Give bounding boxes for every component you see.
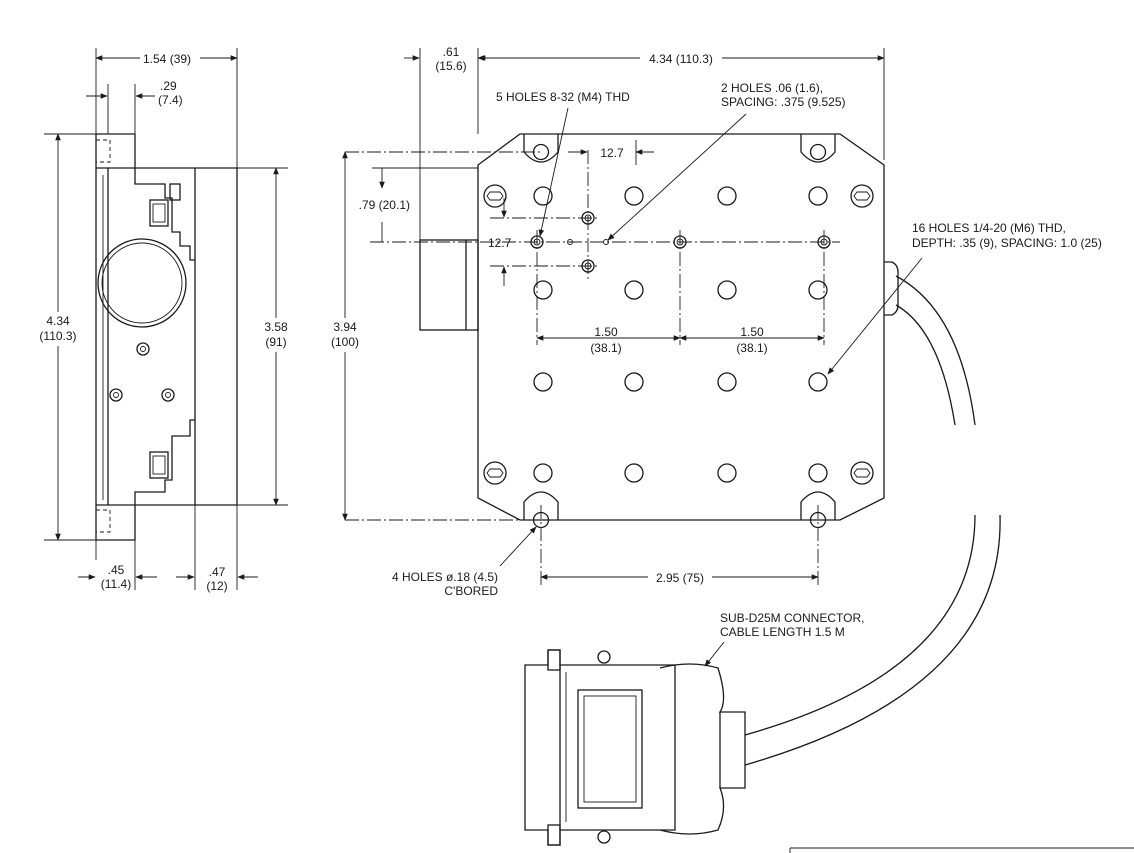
cable-offset-mm: (15.6): [435, 59, 466, 73]
side-base-mm: (11.4): [101, 577, 131, 591]
side-right-mm: (12): [206, 579, 227, 593]
side-height-mm: (110.3): [39, 329, 76, 343]
connector-line1: SUB-D25M CONNECTOR,: [720, 611, 864, 625]
mount-spacing-label: 2.95 (75): [656, 571, 704, 585]
spacing-12-7-top: 12.7: [600, 146, 624, 160]
side-offset-mm: (7.4): [158, 93, 183, 107]
m6-hole-grid: [533, 186, 828, 483]
pitch-a-mm: (38.1): [590, 341, 621, 355]
side-height-inch: 4.34: [46, 314, 70, 328]
spacing-12-7-left: 12.7: [488, 236, 512, 250]
side-body-height-mm: (91): [265, 335, 286, 349]
small-holes-line2: SPACING: .375 (9.525): [721, 95, 846, 109]
m6-holes-line2: DEPTH: .35 (9), SPACING: 1.0 (25): [912, 236, 1102, 250]
side-body-height-inch: 3.58: [264, 320, 288, 334]
side-offset-inch: .29: [160, 79, 177, 93]
cable-and-connector: SUB-D25M CONNECTOR, CABLE LENGTH 1.5 M: [524, 275, 1001, 846]
cable-offset-inch: .61: [443, 45, 460, 59]
height-394-inch: 3.94: [333, 320, 357, 334]
connector-line2: CABLE LENGTH 1.5 M: [720, 625, 845, 639]
height-394-mm: (100): [331, 335, 359, 349]
side-view: 1.54 (39) .29 (7.4) 4.34 (110.3) 3.58 (9…: [38, 48, 294, 593]
side-base-inch: .45: [108, 563, 125, 577]
m4-holes-label: 5 HOLES 8-32 (M4) THD: [496, 90, 630, 104]
m6-holes-line1: 16 HOLES 1/4-20 (M6) THD,: [912, 221, 1066, 235]
mount-holes-line2: C'BORED: [444, 584, 498, 598]
side-width-label: 1.54 (39): [143, 52, 191, 66]
small-holes-line1: 2 HOLES .06 (1.6),: [721, 81, 823, 95]
pitch-a-inch: 1.50: [594, 325, 618, 339]
mount-holes-line1: 4 HOLES ø.18 (4.5): [392, 570, 498, 584]
pitch-b-inch: 1.50: [740, 325, 764, 339]
top-view: 4.34 (110.3) .61 (15.6) 5 HOLES 8-32 (M4…: [326, 45, 1102, 598]
pitch-b-mm: (38.1): [736, 341, 767, 355]
top-width-label: 4.34 (110.3): [649, 52, 713, 66]
offset-079-label: .79 (20.1): [359, 198, 410, 212]
side-right-inch: .47: [209, 565, 226, 579]
